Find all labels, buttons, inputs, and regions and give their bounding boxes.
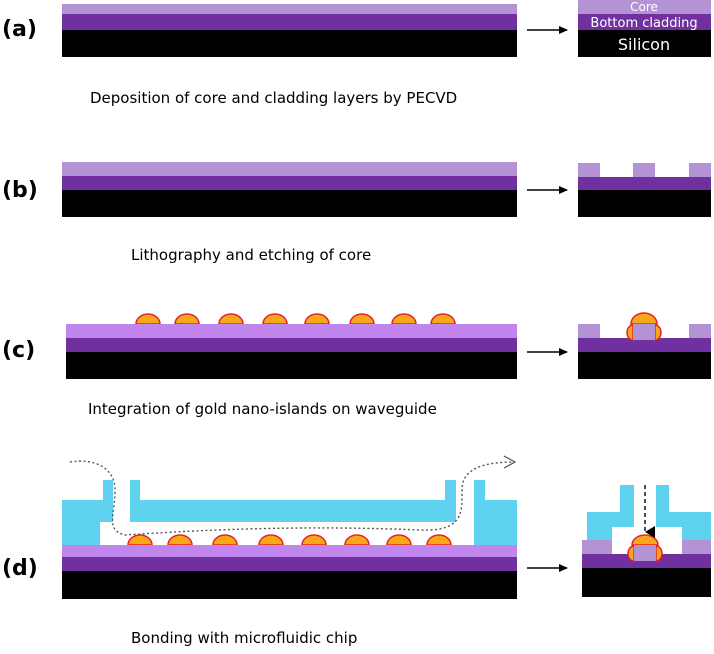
gold-nano-island xyxy=(344,534,370,546)
panel-b-label: (b) xyxy=(2,178,38,203)
core-layer xyxy=(62,4,517,14)
panel-b-cross-section xyxy=(578,163,711,217)
core-rib-left xyxy=(582,540,612,554)
panel-d-label: (d) xyxy=(2,556,38,581)
gold-nano-island-right xyxy=(655,545,663,562)
core-rib-right xyxy=(682,540,711,554)
panel-b: (b) Lithography and etching of core xyxy=(2,162,711,264)
core-layer-section xyxy=(578,0,711,14)
gold-nano-island-left xyxy=(626,324,634,341)
gold-nano-island xyxy=(426,534,452,546)
gold-nano-island xyxy=(135,313,161,325)
core-layer xyxy=(66,324,517,338)
gold-nano-island xyxy=(386,534,412,546)
panel-d: (d) xyxy=(2,455,711,647)
core-layer xyxy=(62,162,517,176)
core-layer-label: Core xyxy=(630,0,658,14)
microfluidic-right-wall xyxy=(474,480,517,545)
bottom-cladding-layer xyxy=(62,14,517,30)
gold-nano-island xyxy=(262,313,288,325)
panel-c: (c) Inte xyxy=(2,312,711,418)
panel-c-cross-section xyxy=(578,312,711,379)
gold-nano-island xyxy=(212,534,238,546)
bottom-cladding-layer xyxy=(66,338,517,352)
bottom-cladding-label: Bottom cladding xyxy=(590,16,697,31)
fluid-flow-path xyxy=(69,455,517,536)
microfluidic-left-wall xyxy=(62,480,113,545)
bottom-cladding-section xyxy=(578,177,711,190)
gold-nano-island xyxy=(218,313,244,325)
panel-c-caption: Integration of gold nano-islands on wave… xyxy=(88,400,437,418)
bottom-cladding-section xyxy=(578,338,711,352)
panel-b-caption: Lithography and etching of core xyxy=(131,246,371,264)
panel-c-label: (c) xyxy=(2,338,35,363)
gold-nano-island xyxy=(430,313,456,325)
gold-nano-island xyxy=(304,313,330,325)
core-rib-right xyxy=(689,163,711,177)
gold-nano-island xyxy=(349,313,375,325)
gold-nano-island xyxy=(301,534,327,546)
silicon-substrate xyxy=(62,190,517,217)
silicon-substrate xyxy=(62,30,517,57)
gold-nano-island xyxy=(167,534,193,546)
gold-nano-island xyxy=(174,313,200,325)
panel-d-cross-section xyxy=(582,485,711,597)
silicon-section xyxy=(578,30,711,57)
core-rib-center xyxy=(633,324,655,340)
silicon-substrate xyxy=(66,352,517,379)
panel-a-caption: Deposition of core and cladding layers b… xyxy=(90,89,457,107)
microfluidic-section-right xyxy=(656,485,711,540)
gold-nano-island xyxy=(258,534,284,546)
core-rib-center xyxy=(633,163,655,177)
microfluidic-channel-ceiling xyxy=(130,480,456,522)
gold-nano-islands xyxy=(135,313,456,325)
core-layer xyxy=(62,545,517,557)
silicon-section xyxy=(578,352,711,379)
bottom-cladding-layer xyxy=(62,557,517,571)
core-rib-left xyxy=(578,324,600,338)
panel-a: (a) Core Bottom cladding Silicon Deposit… xyxy=(2,0,711,107)
bottom-cladding-section xyxy=(578,14,711,30)
silicon-substrate xyxy=(62,571,517,599)
gold-nano-island-top xyxy=(631,534,659,546)
panel-a-cross-section: Core Bottom cladding Silicon xyxy=(578,0,711,57)
microfluidic-section-left xyxy=(587,485,634,540)
panel-c-wafer xyxy=(66,313,517,379)
gold-nano-island xyxy=(391,313,417,325)
panel-b-wafer xyxy=(62,162,517,217)
gold-nano-island-right xyxy=(654,324,662,341)
core-rib-right xyxy=(689,324,711,338)
gold-nano-islands xyxy=(127,534,452,546)
silicon-label: Silicon xyxy=(618,35,670,54)
panel-a-wafer xyxy=(62,4,517,57)
silicon-section xyxy=(582,568,711,597)
panel-d-caption: Bonding with microfluidic chip xyxy=(131,629,357,647)
gold-nano-island-top xyxy=(630,312,658,325)
microfluidic-chip xyxy=(62,480,517,545)
core-rib-center xyxy=(634,545,656,561)
silicon-section xyxy=(578,190,711,217)
panel-d-wafer xyxy=(62,545,517,599)
core-rib-left xyxy=(578,163,600,177)
bottom-cladding-layer xyxy=(62,176,517,190)
gold-nano-island-left xyxy=(627,545,635,562)
gold-nano-island xyxy=(127,534,153,546)
panel-a-label: (a) xyxy=(2,17,37,42)
